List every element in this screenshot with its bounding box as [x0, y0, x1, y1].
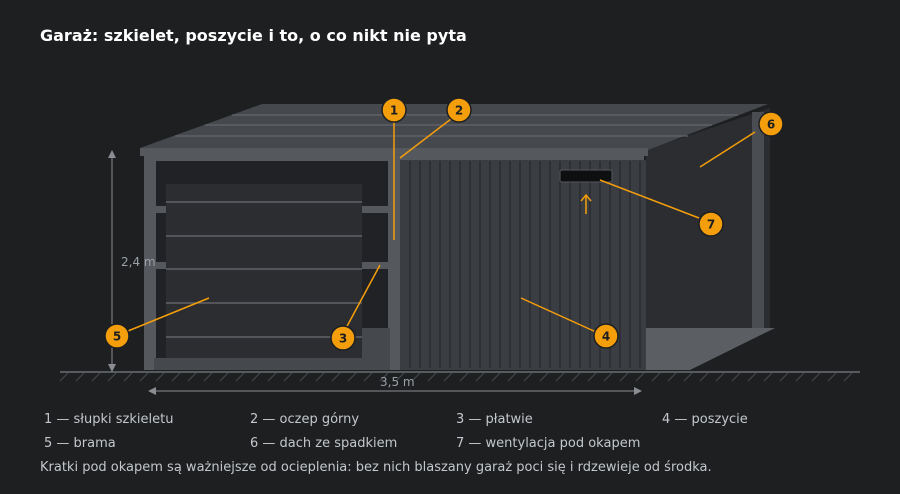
mid-block: [362, 328, 390, 360]
height-label: 2,4 m: [121, 255, 156, 269]
footnote: Kratki pod okapem są ważniejsze od ociep…: [40, 460, 712, 475]
callout-3: 3: [330, 325, 356, 351]
svg-text:7: 7: [707, 218, 715, 232]
svg-text:5: 5: [113, 330, 121, 344]
svg-text:4: 4: [602, 330, 610, 344]
roof-ribs: [175, 114, 738, 137]
width-dimension: [148, 387, 642, 395]
svg-text:3: 3: [339, 332, 347, 346]
front-plinth: [154, 358, 390, 370]
gate: [166, 184, 362, 360]
callout-6: 6: [758, 111, 784, 137]
svg-text:6: 6: [767, 118, 775, 132]
rear-post-right: [752, 112, 764, 328]
legend-item-4: 4 — poszycie: [662, 412, 748, 427]
legend-item-1: 1 — słupki szkieletu: [44, 412, 174, 427]
ground: [59, 371, 860, 382]
legend-item-3: 3 — płatwie: [456, 412, 533, 427]
callout-4: 4: [593, 323, 619, 349]
svg-text:1: 1: [390, 104, 398, 118]
legend-item-2: 2 — oczep górny: [250, 412, 360, 427]
page-title: Garaż: szkielet, poszycie i to, o co nik…: [40, 26, 467, 45]
airflow-arrow-icon: [580, 193, 592, 214]
legend-item-6: 6 — dach ze spadkiem: [250, 436, 398, 451]
leader-lines: [127, 118, 756, 333]
side-wall: [646, 108, 770, 370]
callout-7: 7: [698, 211, 724, 237]
svg-text:2: 2: [455, 104, 463, 118]
callout-1: 1: [381, 97, 407, 123]
legend-item-7: 7 — wentylacja pod okapem: [456, 436, 641, 451]
frame-post-left: [144, 152, 156, 370]
width-label: 3,5 m: [380, 375, 415, 389]
callout-5: 5: [104, 323, 130, 349]
side-floor: [646, 328, 775, 370]
vent-grille: [559, 169, 613, 183]
legend-item-5: 5 — brama: [44, 436, 116, 451]
callout-2: 2: [446, 97, 472, 123]
